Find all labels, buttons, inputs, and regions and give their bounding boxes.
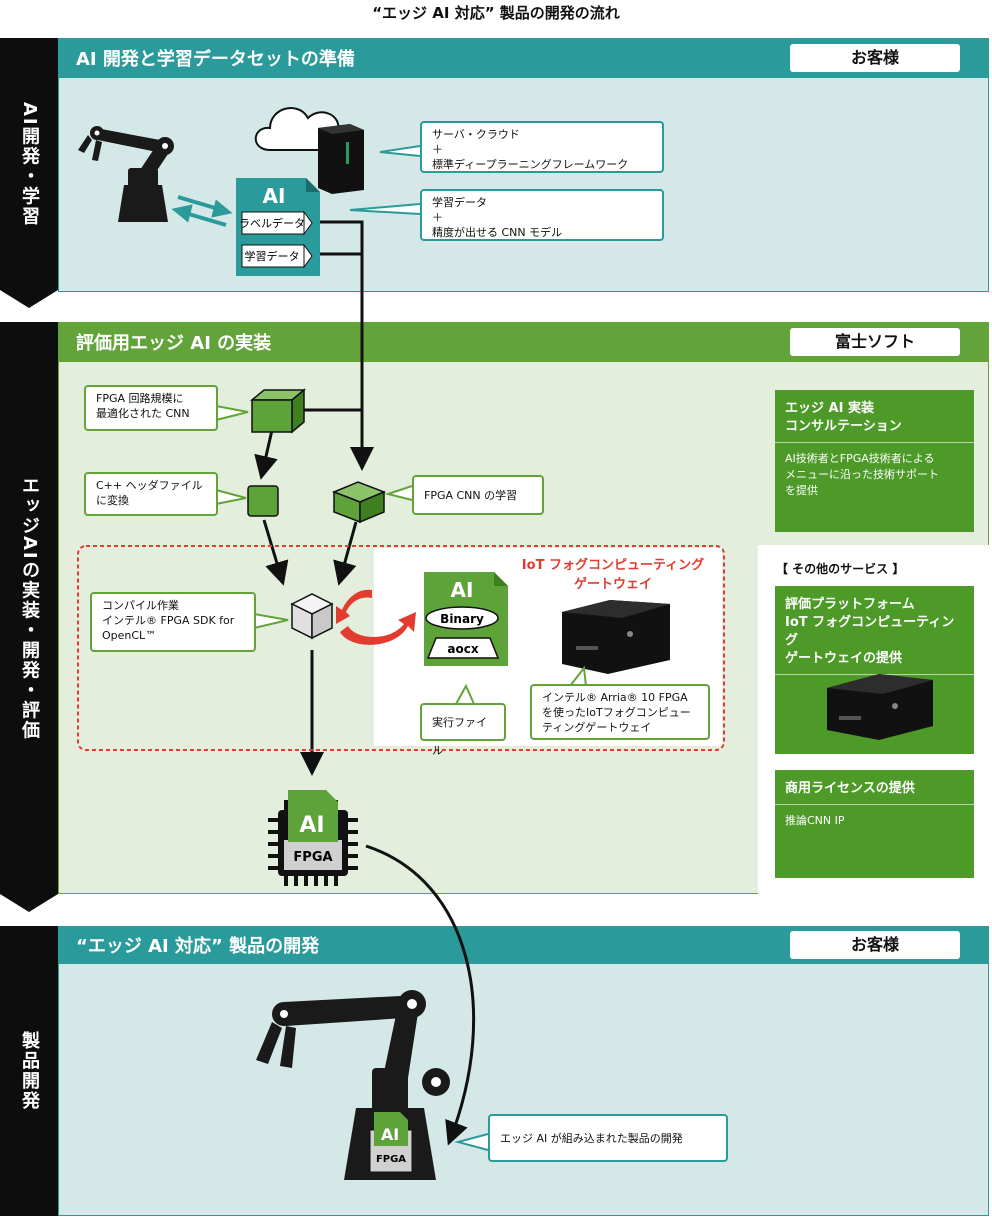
- ai-file-aocx: aocx: [447, 642, 478, 656]
- callout-training-data: 学習データ ＋ 精度が出せる CNN モデル: [420, 189, 664, 241]
- fpga-chip-icon: [268, 790, 358, 886]
- owner-badge-customer-2: お客様: [790, 931, 960, 959]
- callout-pointer: [379, 145, 421, 157]
- ai-doc-label2: 学習データ: [245, 249, 300, 263]
- callout-arria-gateway: インテル® Arria® 10 FPGA を使ったIoTフォグコンピュー ティン…: [530, 684, 710, 740]
- callout-pointer: [384, 485, 413, 501]
- chip-fpga-label: FPGA: [293, 850, 332, 865]
- service-consulting-body: AI技術者とFPGA技術者による メニューに沿った技術サポート を提供: [785, 452, 939, 497]
- product-robot-arm-icon: [256, 990, 450, 1180]
- ai-doc-title: AI: [263, 184, 286, 208]
- page-title: “エッジ AI 対応” 製品の開発の流れ: [372, 4, 620, 22]
- service-consulting-title: エッジ AI 実装 コンサルテーション: [775, 390, 974, 443]
- callout-pointer: [215, 405, 249, 421]
- chip-ai-label: AI: [299, 813, 324, 838]
- heading-text: AI 開発と学習データセットの準備: [76, 49, 355, 70]
- exchange-arrows-icon: [171, 195, 233, 227]
- heading-text: “エッジ AI 対応” 製品の開発: [76, 936, 320, 957]
- server-icon: [318, 124, 364, 194]
- callout-pointer: [215, 489, 247, 505]
- ai-file-title: AI: [451, 578, 474, 602]
- stage-tab-edge-ai: エッジAIの実装・開発・評価: [0, 322, 58, 894]
- compile-cube-icon: [290, 593, 334, 640]
- stage-arrow: [0, 290, 58, 308]
- stage-label: エッジAIの実装・開発・評価: [19, 475, 40, 741]
- stage-tab-product: 製品開発: [0, 926, 58, 1216]
- service-platform-title: 評価プラットフォーム IoT フォグコンピューティング ゲートウェイの提供: [775, 586, 974, 675]
- callout-server-cloud: サーバ・クラウド ＋ 標準ディープラーニングフレームワーク: [420, 121, 664, 173]
- callout-pointer: [349, 203, 421, 215]
- callout-optimized-cnn: FPGA 回路規模に 最適化された CNN: [84, 385, 218, 431]
- callout-pointer: [454, 1133, 489, 1151]
- learn-cube-icon: [331, 481, 387, 524]
- ai-document-icon: [236, 178, 320, 276]
- callout-fpga-cnn-learning: FPGA CNN の学習: [412, 475, 544, 515]
- stage-label: 製品開発: [19, 1031, 40, 1111]
- product-chip-fpga: FPGA: [376, 1154, 406, 1165]
- callout-pointer: [569, 665, 587, 687]
- cycle-arrows-icon: [336, 589, 416, 645]
- service-license-body: 推論CNN IP: [785, 814, 845, 827]
- service-platform: 評価プラットフォーム IoT フォグコンピューティング ゲートウェイの提供: [775, 586, 974, 754]
- ai-binary-file-icon: [424, 572, 508, 666]
- service-consulting: エッジ AI 実装 コンサルテーション AI技術者とFPGA技術者による メニュ…: [775, 390, 974, 532]
- stage-tab-ai-dev: AI開発・学習: [0, 38, 58, 290]
- other-services-heading: 【 その他のサービス 】: [776, 562, 905, 576]
- header-cube-icon: [247, 485, 279, 517]
- section-product: [58, 926, 989, 1216]
- ai-file-binary: Binary: [440, 612, 484, 626]
- callout-compile: コンパイル作業 インテル® FPGA SDK for OpenCL™: [90, 592, 256, 652]
- stage-label: AI開発・学習: [19, 101, 40, 227]
- cnn-cube-icon: [249, 388, 307, 434]
- iot-gateway-title: IoT フォグコンピューティング ゲートウェイ: [521, 558, 705, 592]
- stage-arrow: [0, 894, 58, 912]
- heading-text: 評価用エッジ AI の実装: [76, 333, 272, 354]
- owner-badge-customer: お客様: [790, 44, 960, 72]
- service-device-overlay: [827, 674, 933, 740]
- flow-curve: [365, 844, 476, 1146]
- product-chip-ai: AI: [381, 1125, 399, 1144]
- iot-region-border: [77, 545, 725, 751]
- service-license: 商用ライセンスの提供 推論CNN IP: [775, 770, 974, 878]
- owner-badge-fujisoft: 富士ソフト: [790, 328, 960, 356]
- product-chip-icon: [369, 1112, 413, 1173]
- callout-product-dev: エッジ AI が組み込まれた製品の開発: [488, 1114, 728, 1162]
- robot-arm-icon: [78, 126, 174, 222]
- service-gateway-device-icon: [827, 674, 933, 740]
- callout-pointer: [253, 613, 289, 629]
- callout-pointer: [455, 683, 475, 705]
- callout-cpp-header: C++ ヘッダファイル に変換: [84, 472, 218, 516]
- callout-executable: 実行ファイル: [420, 703, 506, 757]
- ai-doc-label1: ラベルデータ: [239, 216, 305, 230]
- service-license-title: 商用ライセンスの提供: [775, 770, 974, 805]
- gateway-device-icon: [562, 600, 670, 674]
